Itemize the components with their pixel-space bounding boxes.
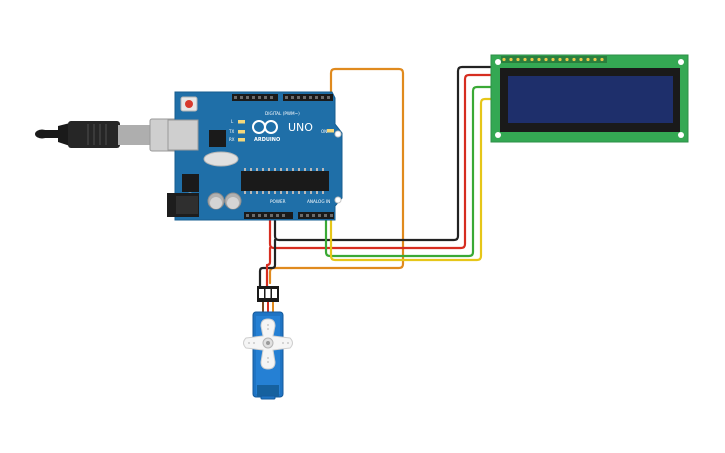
lcd-16x2-display[interactable]: [490, 54, 689, 143]
infinity-logo-icon: [252, 120, 278, 134]
wire-red-5v[interactable]: [268, 73, 494, 250]
servo-motor[interactable]: [243, 286, 293, 400]
power-header-label: POWER: [270, 199, 286, 204]
led-label-tx: TX: [228, 129, 234, 134]
wires: [258, 65, 494, 288]
crystal-oscillator: [203, 151, 239, 167]
servo-connector: [257, 286, 279, 302]
brand-label: ARDUINO: [254, 137, 280, 143]
servo-horn-icon: [243, 318, 293, 370]
model-label: UNO: [288, 121, 313, 134]
led-label-rx: RX: [229, 137, 235, 142]
digital-header[interactable]: [232, 94, 333, 101]
lcd-mount-holes: [495, 59, 684, 138]
analog-header-label: ANALOG IN: [307, 199, 330, 204]
lcd-header-pins: [501, 56, 607, 63]
arduino-uno-board[interactable]: L TX RX ON ARDUINO UNO: [167, 91, 343, 221]
wire-red-servo-vcc[interactable]: [265, 246, 272, 288]
power-analog-header[interactable]: [244, 212, 334, 219]
led-label-l: L: [231, 119, 234, 124]
lcd-screen: [508, 76, 673, 123]
usb-chip: [209, 130, 226, 147]
digital-header-label: DIGITAL (PWM~): [265, 111, 300, 116]
wire-yellow-scl[interactable]: [329, 97, 494, 262]
atmega-chip: [241, 168, 329, 194]
wire-green-sda[interactable]: [324, 85, 494, 258]
status-leds: L TX RX ON: [228, 119, 334, 142]
servo-mount-tabs: [260, 395, 276, 400]
wire-black-gnd[interactable]: [273, 65, 494, 242]
voltage-regulator: [182, 174, 199, 192]
on-label: ON: [321, 129, 327, 134]
dc-power-jack: [167, 193, 199, 217]
capacitors: [207, 192, 242, 210]
reset-button[interactable]: [180, 96, 198, 112]
